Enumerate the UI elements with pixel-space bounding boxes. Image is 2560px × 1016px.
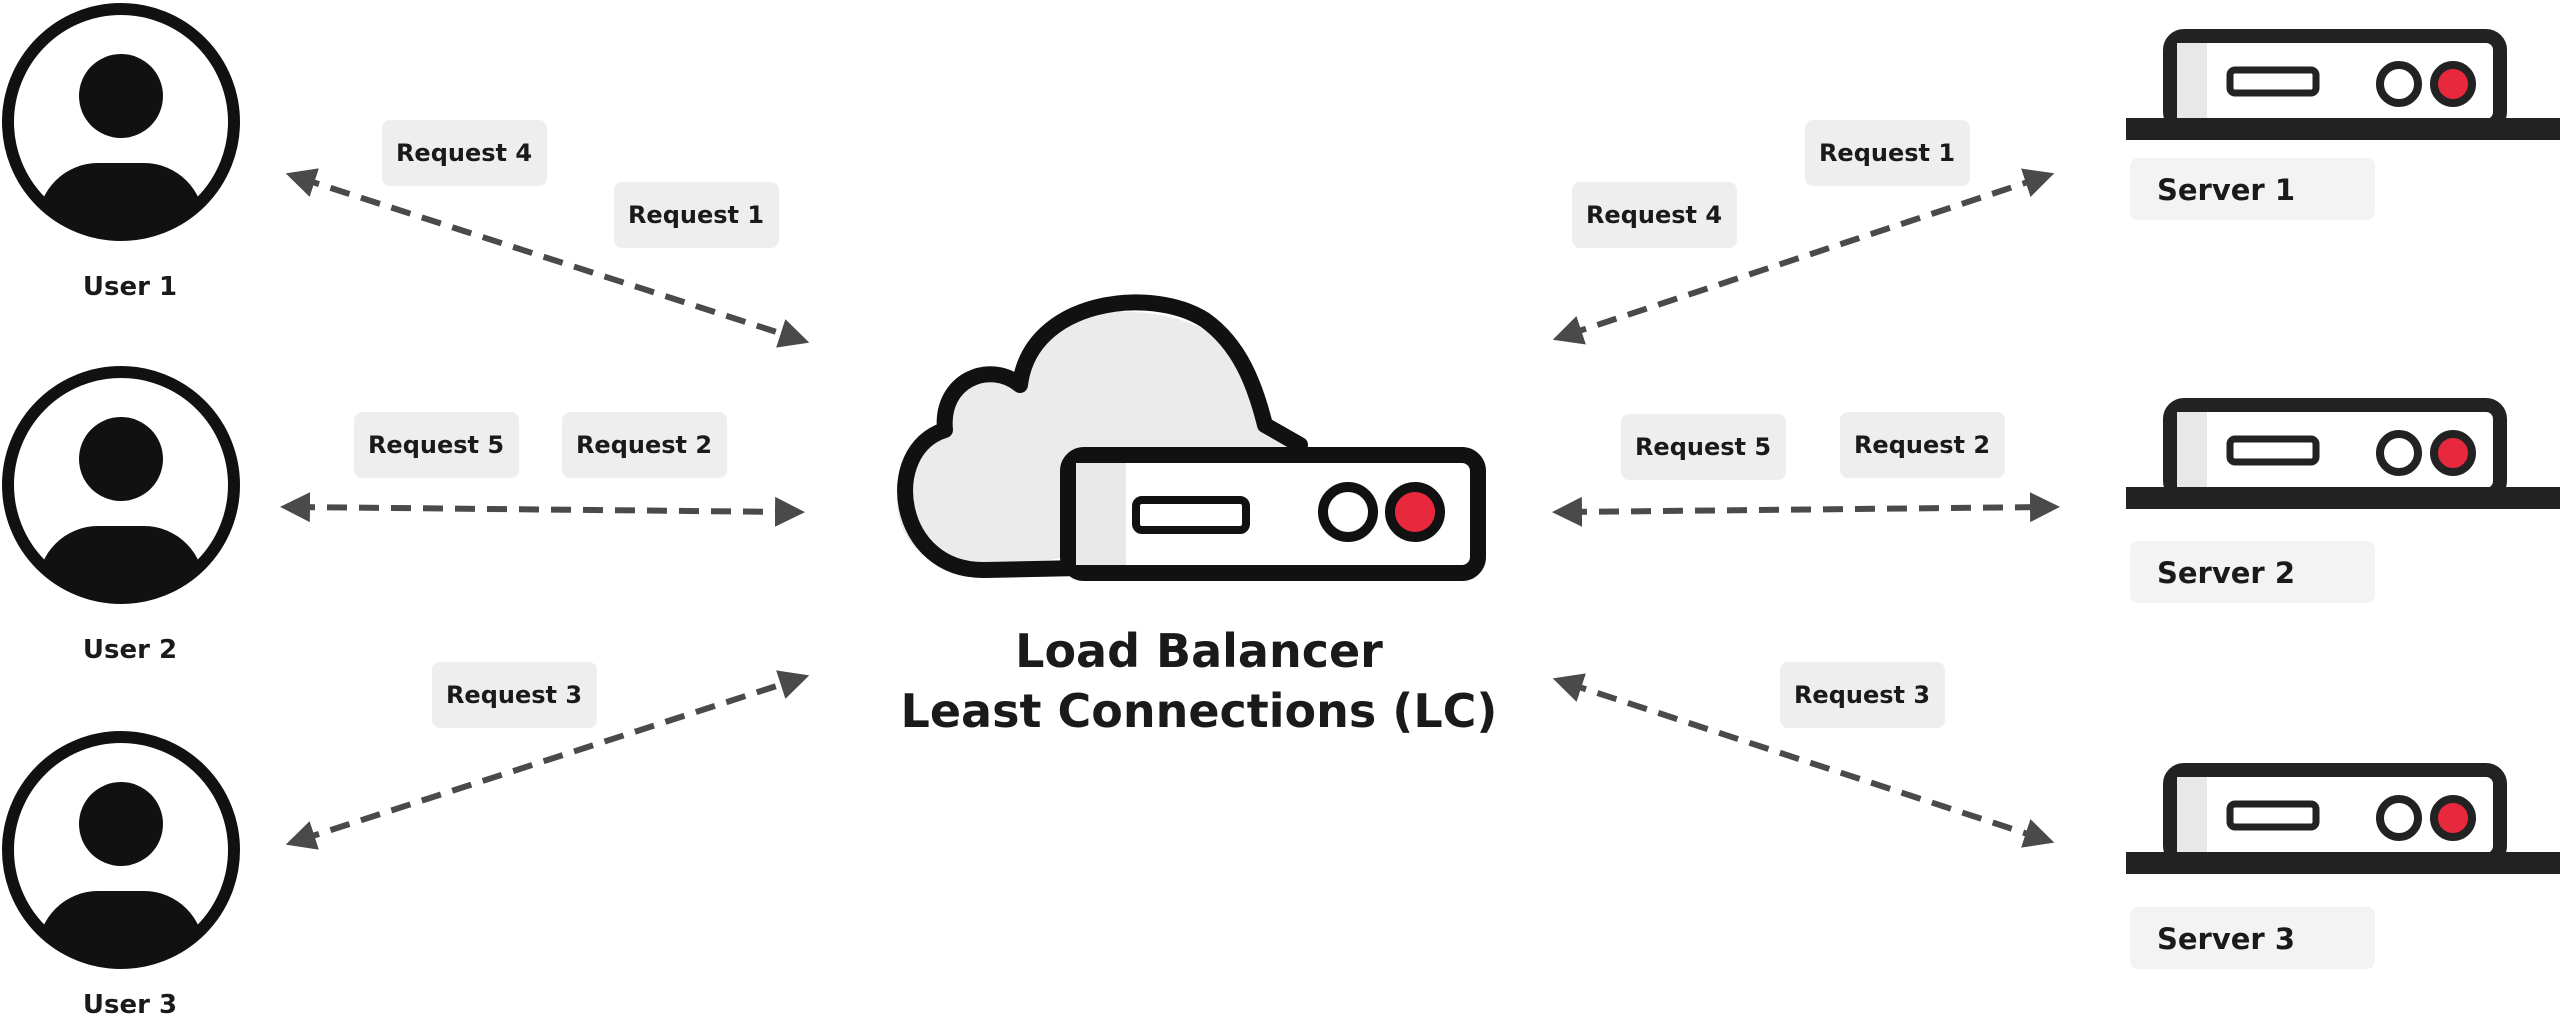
user-1: User 1 [2,3,240,302]
arrow-lb-server3 [1552,673,2055,848]
user-2: User 2 [2,366,240,665]
request-label: Request 4 [1572,182,1737,248]
arrow-user2-lb [280,492,805,527]
svg-text:Request 1: Request 1 [1819,139,1955,167]
arrow-lb-server2 [1552,492,2060,527]
user-avatar-icon [2,731,240,969]
lb-title-line1: Load Balancer [1015,624,1383,678]
svg-text:Request 5: Request 5 [368,431,504,459]
svg-text:Request 5: Request 5 [1635,433,1771,461]
user-avatar-icon [2,3,240,241]
svg-text:Request 2: Request 2 [576,431,712,459]
server-icon [2126,763,2560,874]
user-label: User 2 [83,635,177,665]
server-3: Server 3 [2126,763,2560,969]
server-1: Server 1 [2126,29,2560,220]
request-label: Request 3 [1780,662,1945,728]
user-3: User 3 [2,731,240,1016]
arrow-user3-lb [285,670,810,850]
server-2: Server 2 [2126,398,2560,603]
arrow-lb-server1 [1552,168,2055,345]
svg-text:Request 2: Request 2 [1854,431,1990,459]
request-label: Request 1 [614,182,779,248]
svg-text:Request 1: Request 1 [628,201,764,229]
cloud-icon [897,294,1308,579]
server-icon [2126,29,2560,140]
svg-text:Request 3: Request 3 [446,681,582,709]
server-icon [1060,447,1486,581]
lb-title-line2: Least Connections (LC) [901,684,1498,738]
server-label: Server 2 [2157,556,2295,590]
request-label: Request 5 [354,412,519,478]
arrow-user1-lb [285,168,810,348]
request-label: Request 5 [1621,414,1786,480]
user-label: User 3 [83,990,177,1016]
server-icon [2126,398,2560,509]
user-avatar-icon [2,366,240,604]
server-label: Server 3 [2157,922,2295,956]
svg-text:Request 4: Request 4 [396,139,532,167]
request-label: Request 2 [562,412,727,478]
server-label: Server 1 [2157,173,2295,207]
user-label: User 1 [83,272,177,302]
request-label: Request 1 [1805,120,1970,186]
request-label: Request 2 [1840,412,2005,478]
load-balancer: Load Balancer Least Connections (LC) [897,294,1498,738]
svg-text:Request 3: Request 3 [1794,681,1930,709]
request-label: Request 3 [432,662,597,728]
svg-text:Request 4: Request 4 [1586,201,1722,229]
request-label: Request 4 [382,120,547,186]
